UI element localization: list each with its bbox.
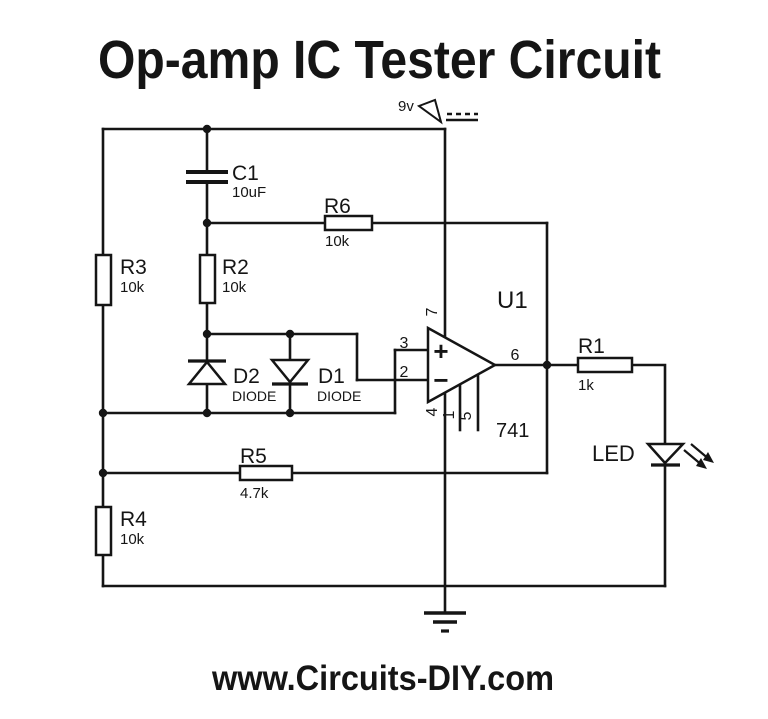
opamp-pin4-label: 4 (424, 407, 441, 416)
junction-dots (98, 124, 552, 478)
led-emission-arrowhead-2 (703, 452, 714, 463)
led-d3: LED (592, 441, 714, 469)
resistor-r1: R1 1k (576, 335, 634, 394)
resistor-r4-body (94, 505, 113, 557)
wire-r1-to-led (630, 363, 667, 446)
resistor-r6-ref: R6 (324, 195, 351, 218)
junction-dot (285, 408, 295, 418)
junction-dot (542, 360, 552, 370)
resistor-r5: R5 4.7k (238, 445, 294, 502)
resistor-r2-value: 10k (222, 279, 247, 296)
junction-dot (202, 329, 212, 339)
resistor-r5-body (238, 464, 294, 482)
resistor-r3-ref: R3 (120, 256, 147, 279)
capacitor-c1-ref: C1 (232, 162, 259, 185)
resistor-r2: R2 10k (198, 253, 249, 305)
opamp-pin5-label: 5 (458, 411, 475, 420)
opamp-u1-ref: U1 (497, 287, 528, 314)
capacitor-c1: C1 10uF (186, 162, 266, 201)
resistor-r5-ref: R5 (240, 445, 267, 468)
opamp-u1: + − U1 741 3 2 6 7 4 1 5 (400, 287, 530, 442)
resistor-r5-value: 4.7k (240, 485, 269, 502)
resistor-r2-ref: R2 (222, 256, 249, 279)
junction-dot (285, 329, 295, 339)
diode-d1-value: DIODE (317, 388, 361, 404)
website-label: www.Circuits-DIY.com (211, 659, 554, 698)
opamp-pin3-label: 3 (400, 335, 409, 352)
diode-d1-triangle (269, 358, 311, 384)
resistor-r3-value: 10k (120, 279, 145, 296)
diode-d1-ref: D1 (318, 365, 345, 388)
led-triangle (645, 442, 686, 465)
resistor-r4: R4 10k (94, 505, 147, 557)
supply-marker: 9v (398, 98, 478, 125)
diode-d2-triangle (186, 360, 228, 386)
opamp-u1-part-number: 741 (496, 420, 529, 442)
circuit-title: Op-amp IC Tester Circuit (98, 30, 661, 90)
resistor-r6-body (323, 214, 374, 232)
opamp-minus-sign: − (433, 365, 448, 395)
resistor-r4-ref: R4 (120, 508, 147, 531)
diode-d1: D1 DIODE (269, 358, 361, 404)
resistor-r6-value: 10k (325, 233, 350, 250)
opamp-pin6-label: 6 (511, 347, 520, 364)
opamp-pin2-label: 2 (400, 364, 409, 381)
resistor-r4-value: 10k (120, 531, 145, 548)
ground-symbol (424, 611, 466, 633)
resistor-r1-value: 1k (578, 377, 594, 394)
resistor-r1-ref: R1 (578, 335, 605, 358)
supply-voltage-label: 9v (398, 98, 414, 115)
junction-dot (202, 408, 212, 418)
resistor-r1-body (576, 356, 634, 374)
opamp-u1-triangle (426, 325, 498, 405)
resistor-r3-body (94, 253, 113, 307)
capacitor-c1-value: 10uF (232, 184, 266, 201)
diode-d2-value: DIODE (232, 388, 276, 404)
diode-d2-ref: D2 (233, 365, 260, 388)
junction-dot (202, 124, 212, 134)
junction-dot (98, 468, 108, 478)
opamp-pin7-label: 7 (424, 307, 441, 316)
resistor-r6: R6 10k (323, 195, 374, 250)
resistor-r2-body (198, 253, 217, 305)
supply-arrow-icon (416, 98, 443, 125)
led-emission-arrowhead-1 (696, 458, 707, 469)
junction-dot (98, 408, 108, 418)
resistor-r3: R3 10k (94, 253, 147, 307)
diode-d2: D2 DIODE (186, 359, 276, 404)
led-ref: LED (592, 441, 635, 466)
junction-dot (202, 218, 212, 228)
opamp-plus-sign: + (433, 336, 448, 366)
opamp-pin1-label: 1 (441, 410, 458, 419)
